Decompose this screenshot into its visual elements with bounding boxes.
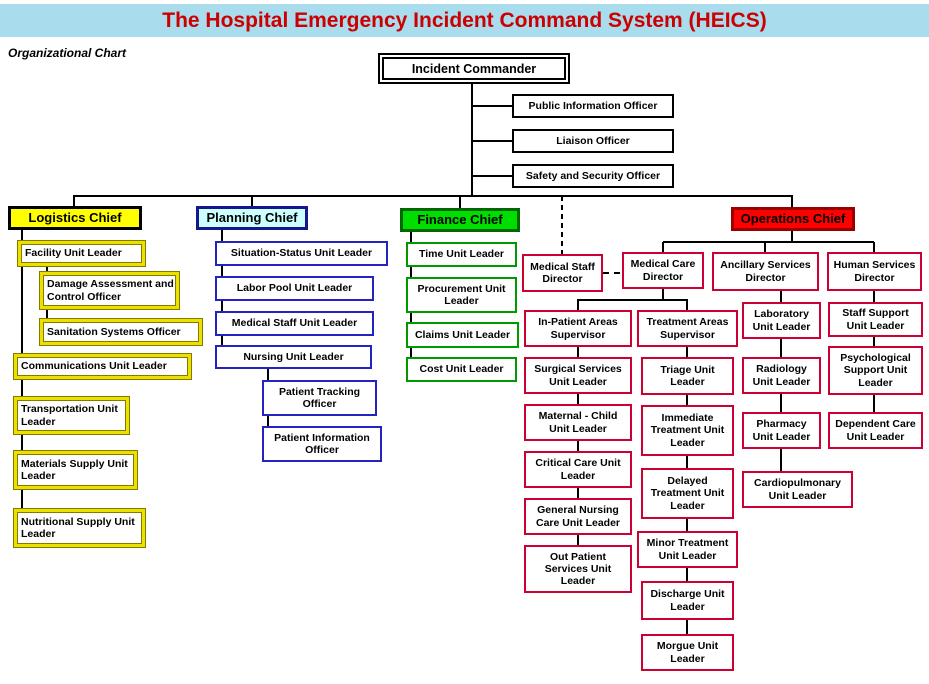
- chart-subtitle: Organizational Chart: [8, 46, 127, 60]
- node-surgical-services-unit-leader: Surgical Services Unit Leader: [524, 357, 632, 394]
- node-operations-chief: Operations Chief: [731, 207, 855, 231]
- node-patient-information-officer: Patient Information Officer: [262, 426, 382, 462]
- node-transportation-unit-leader: Transportation Unit Leader: [14, 397, 129, 434]
- node-laboratory-unit-leader: Laboratory Unit Leader: [742, 302, 821, 339]
- node-cardiopulmonary-unit-leader: Cardiopulmonary Unit Leader: [742, 471, 853, 508]
- node-finance-chief: Finance Chief: [400, 208, 520, 232]
- node-minor-treatment-unit-leader: Minor Treatment Unit Leader: [637, 531, 738, 568]
- node-discharge-unit-leader: Discharge Unit Leader: [641, 581, 734, 620]
- node-planning-chief: Planning Chief: [196, 206, 308, 230]
- node-critical-care-unit-leader: Critical Care Unit Leader: [524, 451, 632, 488]
- node-in-patient-areas-supervisor: In-Patient Areas Supervisor: [524, 310, 632, 347]
- node-safety-security-officer: Safety and Security Officer: [512, 164, 674, 188]
- node-immediate-treatment-unit-leader: Immediate Treatment Unit Leader: [641, 405, 734, 456]
- node-incident-commander: Incident Commander: [378, 53, 570, 84]
- node-nutritional-supply-unit-leader: Nutritional Supply Unit Leader: [14, 509, 145, 547]
- page-title: The Hospital Emergency Incident Command …: [0, 4, 929, 37]
- node-communications-unit-leader: Communications Unit Leader: [14, 354, 191, 379]
- node-treatment-areas-supervisor: Treatment Areas Supervisor: [637, 310, 738, 347]
- node-facility-unit-leader: Facility Unit Leader: [18, 241, 145, 266]
- node-dependent-care-unit-leader: Dependent Care Unit Leader: [828, 412, 923, 449]
- node-logistics-chief: Logistics Chief: [8, 206, 142, 230]
- node-triage-unit-leader: Triage Unit Leader: [641, 357, 734, 395]
- node-sanitation-systems-officer: Sanitation Systems Officer: [40, 319, 202, 345]
- node-time-unit-leader: Time Unit Leader: [406, 242, 517, 267]
- node-morgue-unit-leader: Morgue Unit Leader: [641, 634, 734, 671]
- node-maternal-child-unit-leader: Maternal - Child Unit Leader: [524, 404, 632, 441]
- node-out-patient-services-unit-leader: Out Patient Services Unit Leader: [524, 545, 632, 593]
- node-medical-staff-unit-leader: Medical Staff Unit Leader: [215, 311, 374, 336]
- node-claims-unit-leader: Claims Unit Leader: [406, 322, 519, 348]
- node-delayed-treatment-unit-leader: Delayed Treatment Unit Leader: [641, 468, 734, 519]
- node-nursing-unit-leader: Nursing Unit Leader: [215, 345, 372, 369]
- node-staff-support-unit-leader: Staff Support Unit Leader: [828, 302, 923, 337]
- node-liaison-officer: Liaison Officer: [512, 129, 674, 153]
- node-human-services-director: Human Services Director: [827, 252, 922, 291]
- node-procurement-unit-leader: Procurement Unit Leader: [406, 277, 517, 313]
- incident-commander-label: Incident Commander: [382, 57, 566, 80]
- node-radiology-unit-leader: Radiology Unit Leader: [742, 357, 821, 394]
- node-public-information-officer: Public Information Officer: [512, 94, 674, 118]
- node-pharmacy-unit-leader: Pharmacy Unit Leader: [742, 412, 821, 449]
- node-damage-assessment-control-officer: Damage Assessment and Control Officer: [40, 272, 179, 309]
- node-labor-pool-unit-leader: Labor Pool Unit Leader: [215, 276, 374, 301]
- node-medical-staff-director: Medical Staff Director: [522, 254, 603, 292]
- node-situation-status-unit-leader: Situation-Status Unit Leader: [215, 241, 388, 266]
- node-materials-supply-unit-leader: Materials Supply Unit Leader: [14, 451, 137, 489]
- node-medical-care-director: Medical Care Director: [622, 252, 704, 289]
- node-cost-unit-leader: Cost Unit Leader: [406, 357, 517, 382]
- node-ancillary-services-director: Ancillary Services Director: [712, 252, 819, 291]
- node-psychological-support-unit-leader: Psychological Support Unit Leader: [828, 346, 923, 395]
- node-patient-tracking-officer: Patient Tracking Officer: [262, 380, 377, 416]
- node-general-nursing-care-unit-leader: General Nursing Care Unit Leader: [524, 498, 632, 535]
